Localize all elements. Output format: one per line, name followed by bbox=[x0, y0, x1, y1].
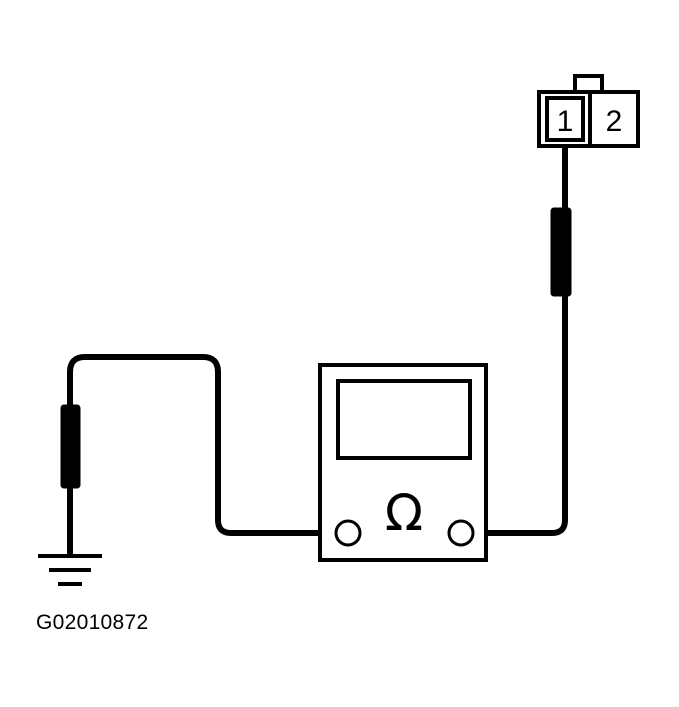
left-probe bbox=[60, 404, 81, 489]
ohmmeter-display bbox=[336, 379, 472, 460]
figure-id-label: G02010872 bbox=[36, 611, 149, 634]
ohm-icon: Ω bbox=[385, 484, 423, 542]
connector-pin-2-label: 2 bbox=[606, 105, 623, 138]
ohmmeter: Ω bbox=[318, 363, 488, 562]
connector: 1 2 bbox=[537, 74, 640, 148]
connector-pin-1-label: 1 bbox=[557, 105, 574, 138]
right-test-lead bbox=[472, 145, 568, 536]
right-probe bbox=[550, 207, 572, 297]
left-test-lead bbox=[67, 354, 337, 555]
ohmmeter-right-terminal bbox=[447, 519, 475, 547]
connector-pin-1-cavity bbox=[545, 96, 585, 142]
ground-icon bbox=[38, 554, 102, 586]
ohmmeter-left-terminal bbox=[334, 519, 362, 547]
